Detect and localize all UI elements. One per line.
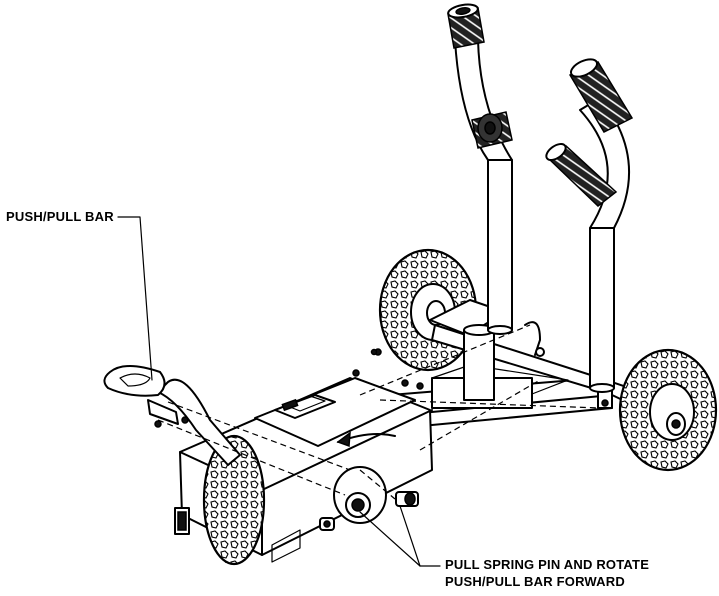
handlebars <box>447 3 634 393</box>
callout-pull-spring-pin-line1: PULL SPRING PIN AND ROTATE <box>445 557 650 572</box>
callout-push-pull-bar: PUSH/PULL BAR <box>6 209 114 224</box>
grip-top-front <box>568 58 634 133</box>
callout-pull-spring-pin-line2: PUSH/PULL BAR FORWARD <box>445 574 625 589</box>
leader-spring-pin-2 <box>399 505 421 567</box>
grip-top-rear <box>447 3 485 49</box>
rear-right-wheel <box>618 348 718 472</box>
push-pull-bar <box>103 365 241 466</box>
leader-push-pull-bar <box>117 216 153 381</box>
spring-pin-hub <box>319 466 419 531</box>
leader-lines <box>117 216 441 567</box>
sled-housing <box>154 348 433 563</box>
assembly-dashed-lines <box>157 324 601 500</box>
grip-mid-front <box>545 143 618 207</box>
callout-pull-spring-pin: PULL SPRING PIN AND ROTATE PUSH/PULL BAR… <box>445 556 649 590</box>
grip-mid-rear <box>471 111 513 149</box>
front-wheel <box>202 434 266 566</box>
